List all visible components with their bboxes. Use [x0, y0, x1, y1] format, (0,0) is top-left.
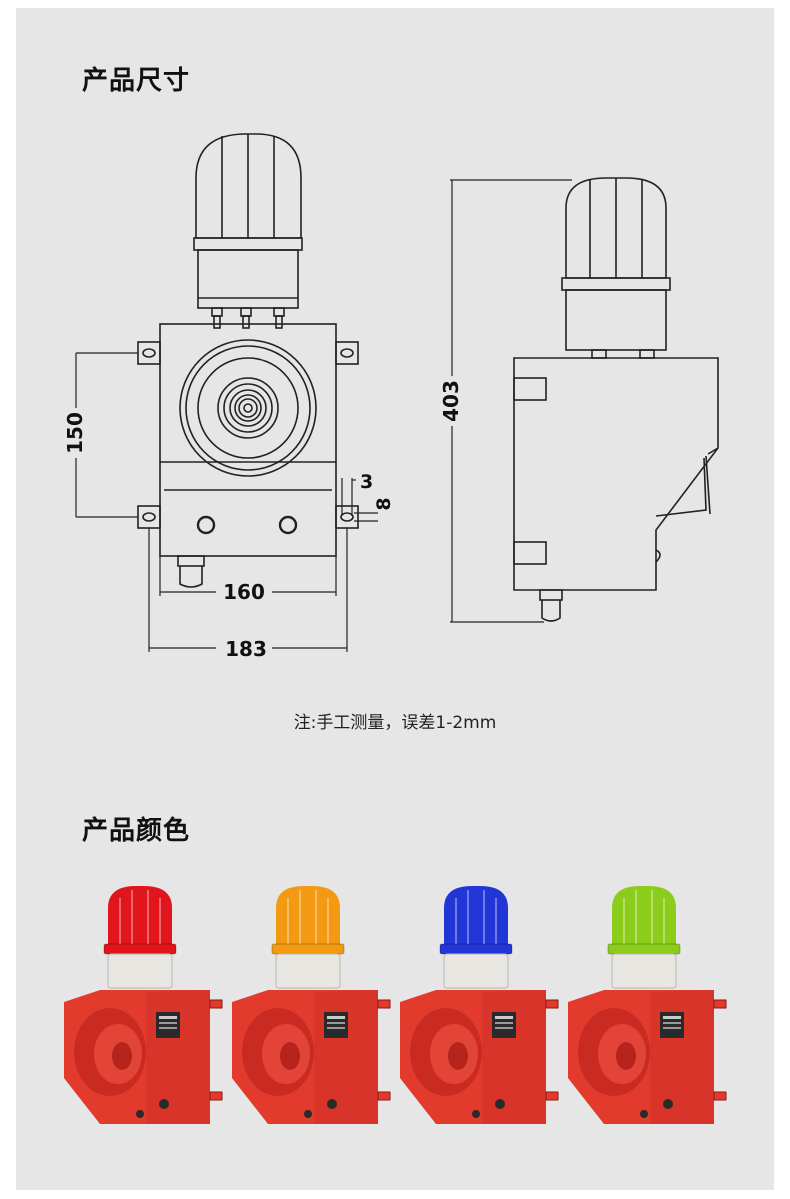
lamp-ring [607, 943, 681, 955]
lamp-ring [103, 943, 177, 955]
lamp-ring [271, 943, 345, 955]
dim-3-label: 3 [360, 471, 373, 493]
dim-403-label: 403 [439, 380, 463, 422]
nameplate [660, 1012, 684, 1038]
lamp-dome [108, 886, 172, 948]
lamp-base [107, 953, 173, 989]
product-colors-row [64, 886, 727, 1124]
front-body [137, 323, 359, 588]
lamp-ring [439, 943, 513, 955]
side-dimension-lines [450, 179, 572, 623]
knob [663, 1099, 673, 1109]
front-lamp [193, 133, 303, 329]
side-body [513, 357, 719, 622]
knob [327, 1099, 337, 1109]
knob [136, 1110, 144, 1118]
lamp-dome [444, 886, 508, 948]
lamp-base [443, 953, 509, 989]
nameplate [156, 1012, 180, 1038]
dim-183-label: 183 [225, 637, 267, 661]
nameplate [324, 1012, 348, 1038]
product-amber [232, 886, 391, 1124]
dim-8-label: 8 [373, 497, 395, 510]
knob [495, 1099, 505, 1109]
side-lamp [561, 177, 671, 359]
dim-150-label: 150 [63, 412, 87, 454]
product-blue [400, 886, 559, 1124]
dimensions-title: 产品尺寸 [82, 66, 191, 96]
knob [640, 1110, 648, 1118]
measurement-note: 注:手工测量，误差1-2mm [293, 713, 497, 733]
dim-160-label: 160 [223, 580, 265, 604]
product-green [568, 886, 727, 1124]
dimension-drawing: 150 3 8 160 183 403 [63, 133, 719, 661]
lamp-base [275, 953, 341, 989]
lamp-dome [276, 886, 340, 948]
nameplate [492, 1012, 516, 1038]
content-panel: 产品尺寸 [16, 8, 774, 1190]
product-red [64, 886, 223, 1124]
lamp-base [611, 953, 677, 989]
knob [159, 1099, 169, 1109]
front-dimension-lines [75, 352, 378, 652]
lamp-dome [612, 886, 676, 948]
colors-title: 产品颜色 [82, 816, 191, 846]
knob [472, 1110, 480, 1118]
knob [304, 1110, 312, 1118]
